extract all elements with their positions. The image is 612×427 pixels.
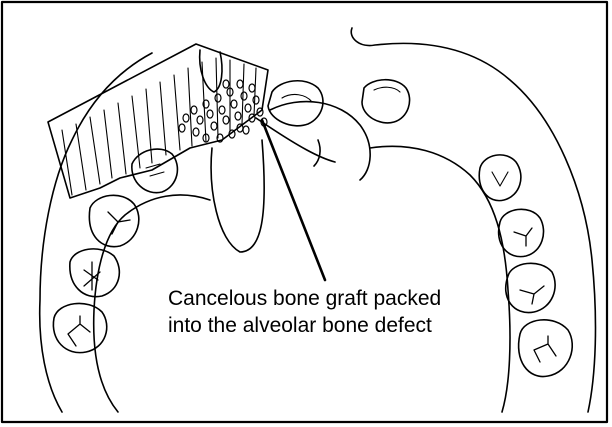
tooth-left-molar — [53, 303, 106, 352]
tooth-right-premolar-1 — [499, 209, 544, 256]
mucoperiosteal-flap — [48, 44, 268, 198]
figure-border — [2, 2, 607, 422]
tooth-crown-right-incisor-detail — [374, 87, 400, 92]
annotation-line-1: Cancelous bone graft packed — [168, 285, 498, 312]
palate-midline — [314, 140, 320, 166]
tooth-crown-cleft-right — [268, 81, 323, 126]
annotation-leader-line — [262, 120, 325, 280]
tooth-left-premolar-1 — [89, 195, 138, 246]
inner-arch-contour-right — [370, 146, 510, 412]
tooth-right-molar — [519, 320, 573, 377]
tooth-left-premolar-2 — [70, 249, 120, 297]
tooth-right-canine — [479, 155, 521, 201]
tooth-left-canine-detail — [146, 164, 164, 176]
outer-arch-contour-right — [351, 28, 595, 412]
cleft-margin — [256, 118, 335, 162]
annotation-line-2: into the alveolar bone defect — [168, 312, 498, 339]
central-incisor-root — [211, 140, 264, 252]
graft-annotation: Cancelous bone graft packed into the alv… — [168, 285, 498, 339]
tooth-right-premolar-2 — [506, 263, 555, 312]
tooth-crown-right-incisor — [362, 80, 410, 123]
flap-hatching — [62, 58, 256, 195]
tooth-left-canine — [132, 149, 178, 193]
